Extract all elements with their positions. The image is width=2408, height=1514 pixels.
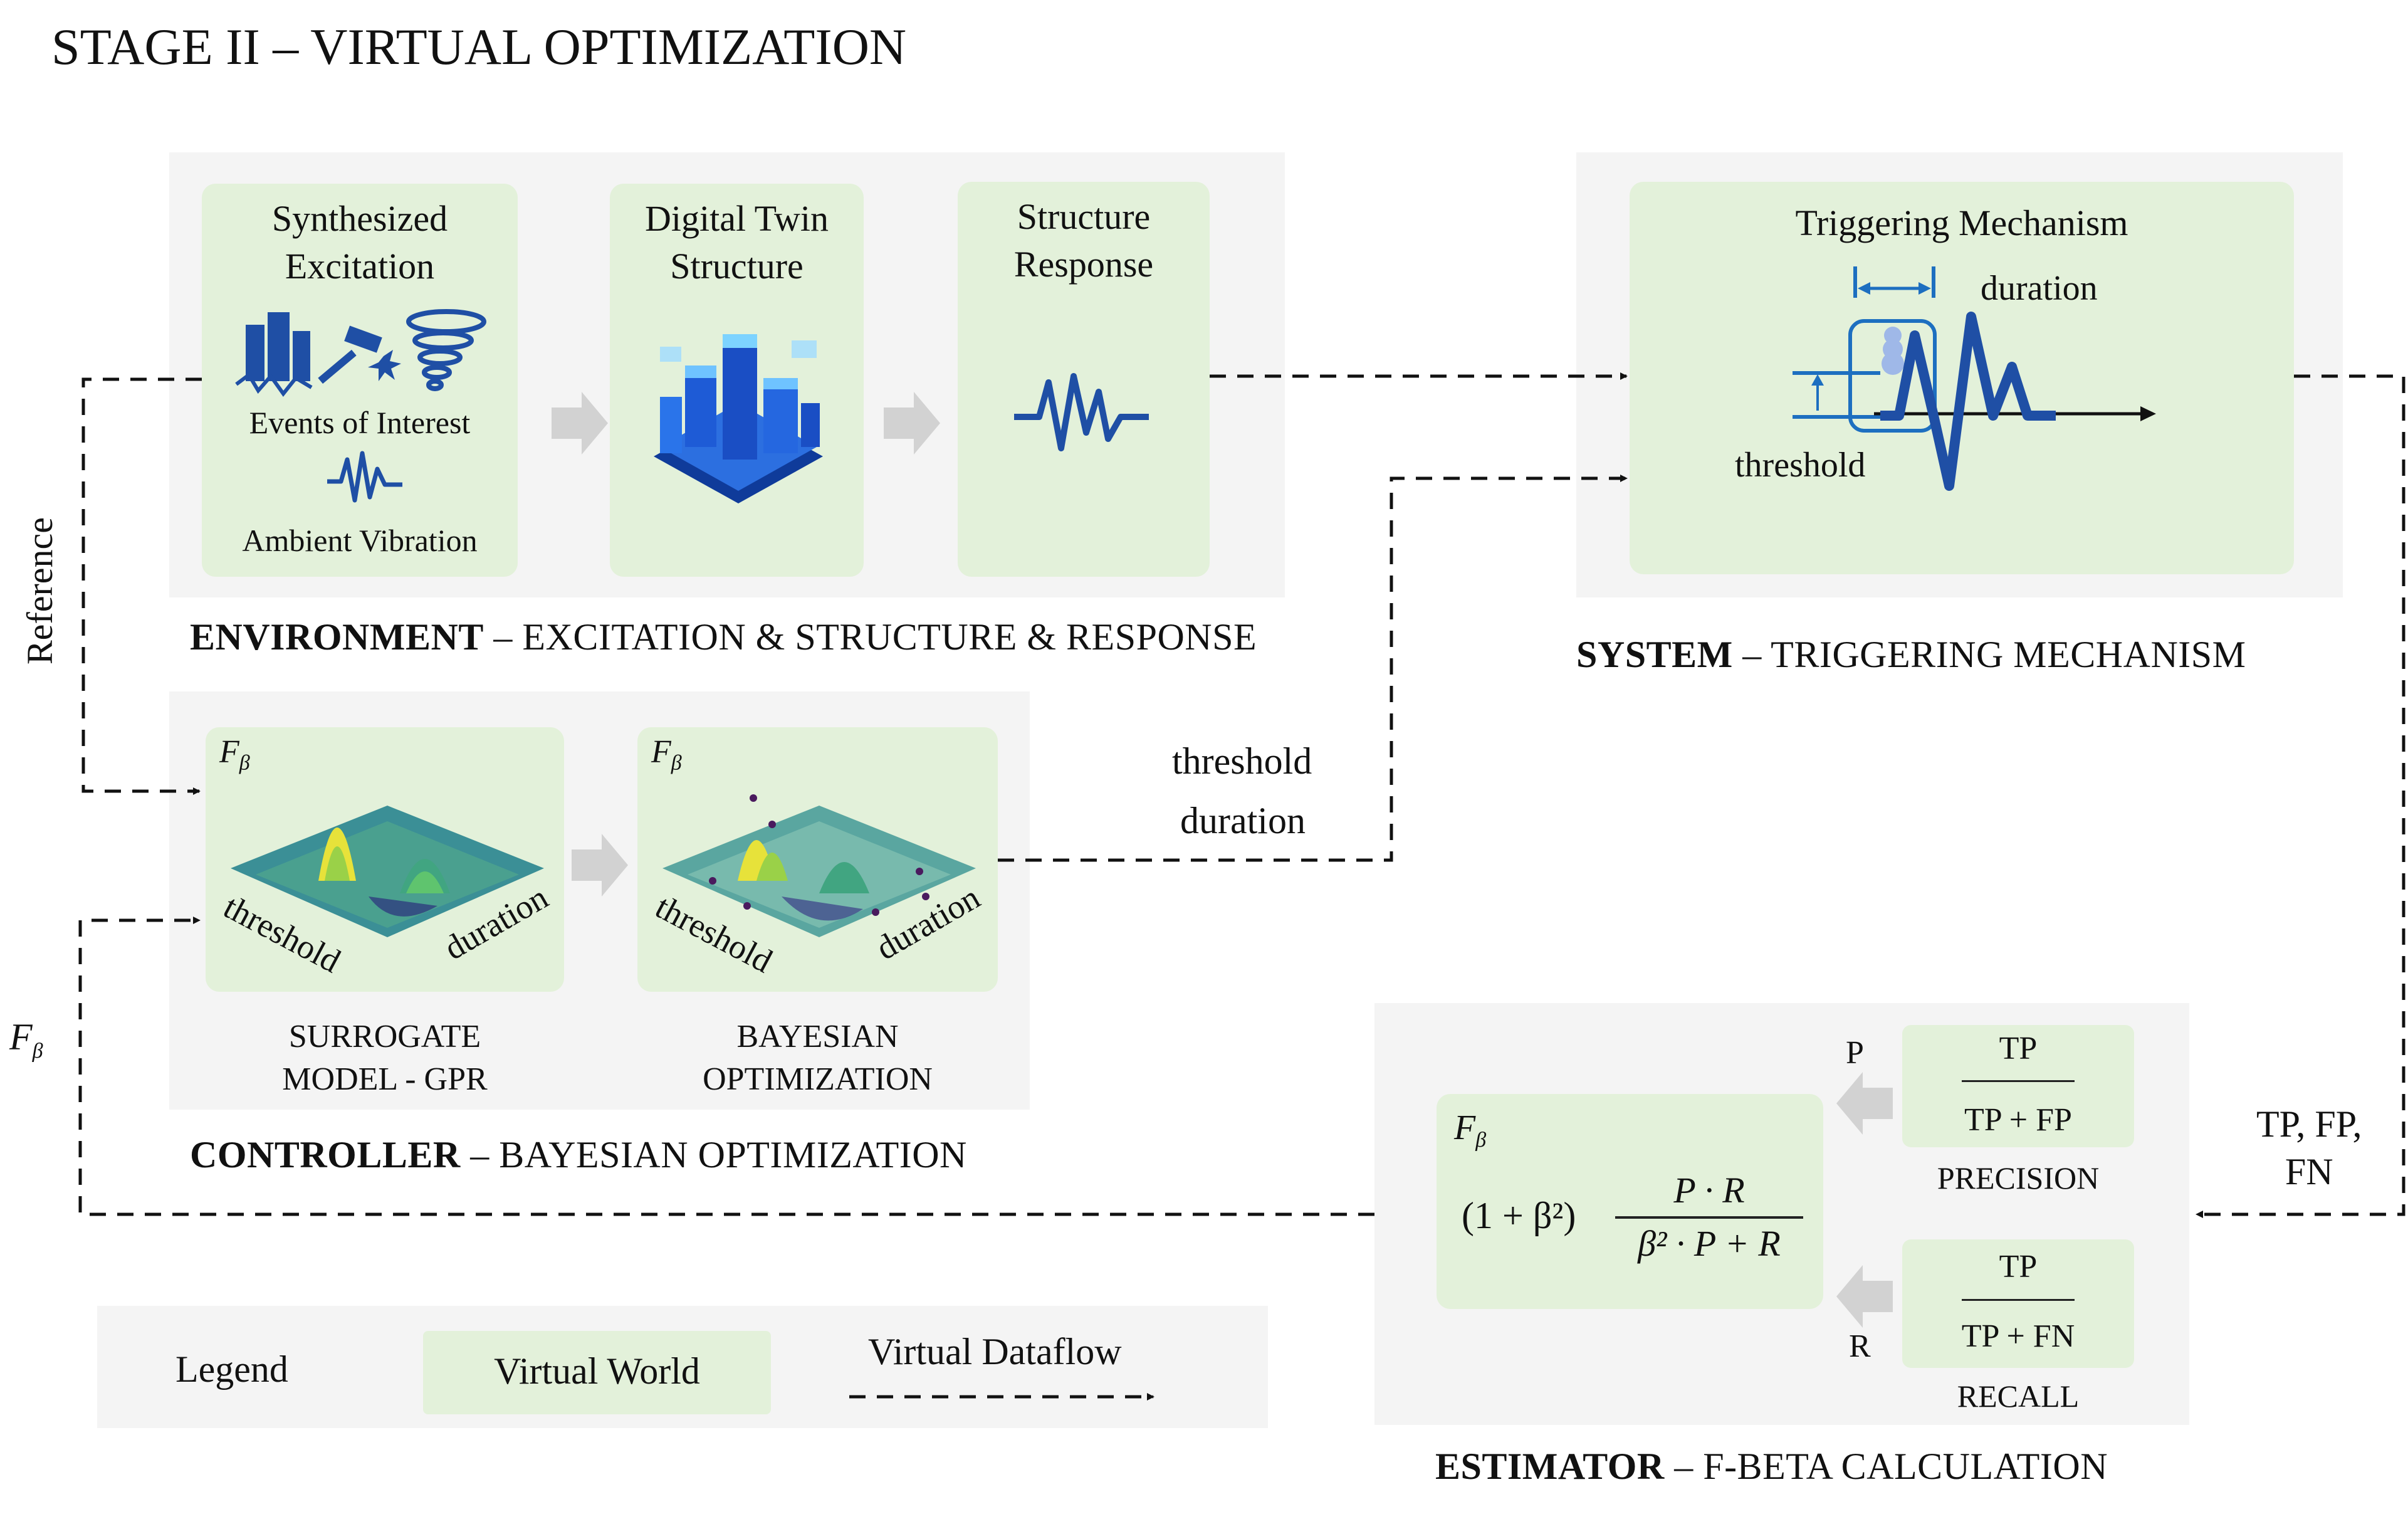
precision-label: PRECISION: [1937, 1160, 2100, 1196]
events-icons: [235, 309, 486, 397]
environment-caption: ENVIRONMENT – EXCITATION & STRUCTURE & R…: [190, 616, 1257, 658]
bayesian-fbeta-label: Fβ: [651, 734, 682, 775]
reference-flow-arrow: [81, 377, 202, 795]
flow-duration-label: duration: [1180, 800, 1306, 841]
recall-label: RECALL: [1957, 1379, 2080, 1414]
formula-prefix: (1 + β²): [1462, 1195, 1576, 1236]
surrogate-surface-plot: [231, 806, 544, 937]
response-title-line1: Structure: [1017, 196, 1151, 237]
trigger-card-title: Triggering Mechanism: [1795, 202, 2128, 243]
surrogate-model-card: Fβ threshold duration: [206, 727, 564, 992]
trigger-threshold-label: threshold: [1735, 446, 1866, 485]
formula-fraction-bar: [1615, 1216, 1803, 1219]
precision-numerator: TP: [1999, 1031, 2038, 1066]
precision-denominator: TP + FP: [1964, 1102, 2072, 1138]
trigger-signal-diagram: [1793, 266, 2156, 491]
system-caption: SYSTEM – TRIGGERING MECHANISM: [1576, 634, 2246, 675]
estimator-fbeta-label: Fβ: [1454, 1108, 1487, 1152]
recall-card: TP TP + FN: [1902, 1239, 2134, 1368]
precision-fraction-bar: [1962, 1080, 2075, 1082]
recall-denominator: TP + FN: [1961, 1318, 2075, 1354]
trigger-duration-label: duration: [1981, 269, 2098, 308]
structure-response-card: Structure Response: [958, 182, 1210, 577]
bayesian-surface-plot: [662, 794, 976, 937]
flow-threshold-label: threshold: [1172, 740, 1312, 782]
twin-title-line1: Digital Twin: [645, 198, 829, 239]
excitation-card: Synthesized Excitation Events of Interes…: [202, 184, 518, 577]
recall-letter: R: [1849, 1328, 1871, 1364]
recall-fraction-bar: [1962, 1299, 2075, 1301]
flow-arrow-gray: [1836, 1072, 1893, 1135]
fbeta-flow-arrow: [78, 917, 1374, 1216]
parameter-flow-arrow: [998, 475, 1628, 862]
formula-denominator: β² · P + R: [1638, 1223, 1781, 1264]
response-signal-icon: [1014, 373, 1149, 451]
fbeta-formula-card: Fβ (1 + β²) P · R β² · P + R: [1437, 1094, 1823, 1309]
excitation-title-line1: Synthesized: [271, 198, 448, 239]
bayesian-optimization-card: Fβ threshold duration: [637, 727, 998, 992]
digital-twin-card: Digital Twin Structure: [610, 184, 864, 577]
precision-card: TP TP + FP: [1902, 1025, 2134, 1147]
tornado-icon: [406, 309, 486, 391]
recall-numerator: TP: [1999, 1249, 2038, 1285]
earthquake-building-icon: [235, 312, 313, 397]
flow-arrow-gray: [572, 834, 628, 896]
legend-title: Legend: [175, 1348, 288, 1390]
excitation-title-line2: Excitation: [285, 246, 435, 287]
flow-fbeta-label: Fβ: [9, 1016, 43, 1063]
events-of-interest-label: Events of Interest: [249, 405, 471, 440]
legend-virtual-world-label: Virtual World: [494, 1350, 700, 1392]
precision-letter: P: [1846, 1035, 1864, 1071]
controller-caption: CONTROLLER – BAYESIAN OPTIMIZATION: [190, 1134, 967, 1175]
estimator-caption: ESTIMATOR – F-BETA CALCULATION: [1435, 1446, 2108, 1487]
ambient-vibration-icon: [327, 451, 402, 503]
flow-arrow-gray: [884, 392, 940, 455]
flow-tpfpfn-label: TP, FP,FN: [2256, 1103, 2362, 1192]
legend-virtual-dataflow-label: Virtual Dataflow: [868, 1331, 1122, 1372]
flow-arrow-gray: [552, 392, 608, 455]
ambient-vibration-label: Ambient Vibration: [242, 523, 478, 558]
hammer-icon: [318, 325, 401, 384]
page-title: STAGE II – VIRTUAL OPTIMIZATION: [51, 18, 907, 75]
surrogate-fbeta-label: Fβ: [219, 734, 250, 775]
counts-flow-arrow: [2196, 374, 2405, 1218]
twin-title-line2: Structure: [670, 246, 804, 287]
triggering-mechanism-card: Triggering Mechanism duration threshold: [1630, 182, 2294, 574]
legend-virtual-world-swatch: Virtual World: [423, 1331, 771, 1414]
flow-arrow-gray: [1836, 1265, 1893, 1328]
formula-numerator: P · R: [1673, 1170, 1745, 1211]
digital-twin-city-icon: [654, 334, 823, 503]
response-title-line2: Response: [1013, 244, 1154, 285]
